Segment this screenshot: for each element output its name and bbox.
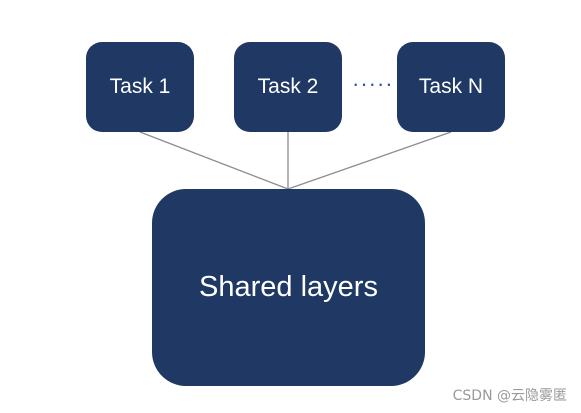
task-n-node: Task N	[397, 42, 505, 132]
watermark: CSDN @云隐雾匿	[452, 388, 567, 404]
connector-task-n	[287, 131, 452, 190]
shared-layers-label: Shared layers	[199, 271, 378, 303]
task-n-label: Task N	[418, 75, 484, 98]
task-2-node: Task 2	[234, 42, 342, 132]
task-1-node: Task 1	[86, 42, 194, 132]
shared-layers-node: Shared layers	[152, 189, 425, 386]
connector-task-1	[139, 131, 289, 190]
task-2-label: Task 2	[257, 75, 319, 98]
task-1-label: Task 1	[109, 75, 171, 98]
ellipsis-dots: ·····	[352, 71, 394, 96]
